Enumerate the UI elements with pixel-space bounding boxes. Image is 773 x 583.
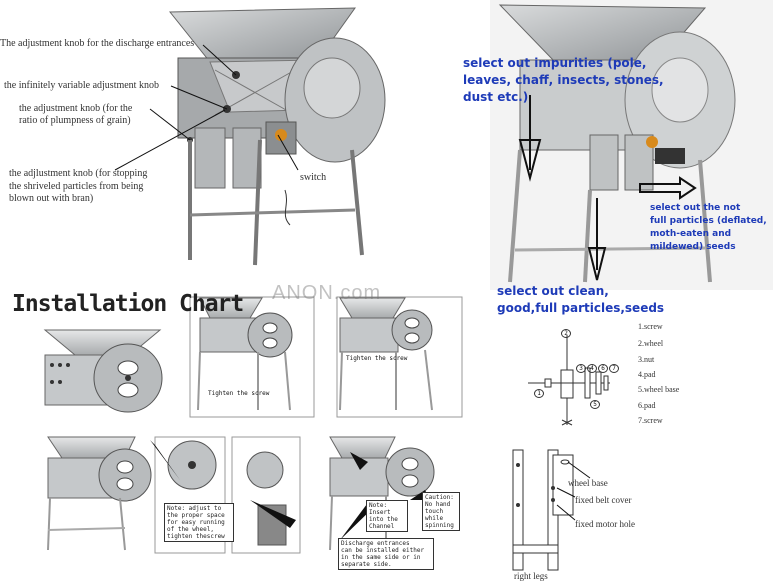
- impurities-text-2: leaves, chaff, insects, stones,: [463, 73, 664, 87]
- label-shriveled-knob-3: blown out with bran): [9, 193, 94, 204]
- label-variable-knob: the infinitely variable adjustment knob: [4, 80, 159, 91]
- parts-list-item-5: 5.wheel base: [638, 385, 680, 394]
- machine-photo-right: [490, 0, 773, 290]
- label-shriveled-knob-1: the adjlustment knob (for stopping: [9, 168, 148, 179]
- part-number-6: 6: [598, 364, 608, 373]
- impurities-text-3: dust etc.): [463, 90, 529, 104]
- parts-list-item-6: 6.pad: [638, 401, 656, 410]
- legs-label-belt-cover: fixed belt cover: [575, 495, 632, 505]
- not-full-text-3: moth-eaten and: [650, 229, 732, 239]
- label-shriveled-knob-2: the shriveled particles from being: [9, 181, 144, 192]
- part-number-5: 5: [590, 400, 600, 409]
- parts-list-item-3: 3.nut: [638, 355, 655, 364]
- note-wheel-adjust: Note: adjust to the proper space for eas…: [164, 503, 234, 542]
- legs-label-wheel-base: wheel base: [568, 478, 608, 488]
- label-plumpness-knob-2: ratio of plumpness of grain): [19, 115, 131, 126]
- not-full-text-1: select out the not: [650, 203, 741, 213]
- caution-note: Caution: No hand touch while spinning: [422, 492, 460, 531]
- parts-diagram: [528, 335, 610, 426]
- impurities-text-1: select out impurities (pole,: [463, 56, 647, 70]
- part-number-1: 1: [534, 389, 544, 398]
- note-discharge-entrances: Discharge entrances can be installed eit…: [338, 538, 434, 570]
- install-step-5: [329, 436, 435, 551]
- part-number-7: 7: [609, 364, 619, 373]
- note-insert-channel: Note: Insert into the Channel: [366, 500, 408, 532]
- tighten-screw-label-2: Tighten the screw: [346, 355, 408, 362]
- parts-list-item-7: 7.screw: [638, 416, 663, 425]
- part-number-2: 2: [561, 329, 571, 338]
- machine-photo-left: [114, 7, 386, 266]
- legs-label-motor-hole: fixed motor hole: [575, 519, 635, 529]
- label-plumpness-knob-1: the adjustment knob (for the: [19, 103, 133, 114]
- part-number-4: 4: [587, 364, 597, 373]
- clean-text-2: good,full particles,seeds: [497, 301, 665, 315]
- tighten-screw-label-1: Tighten the screw: [208, 390, 270, 397]
- installation-chart-title: Installation Chart: [12, 291, 244, 317]
- not-full-text-4: mildewed) seeds: [650, 242, 736, 252]
- label-discharge-knob: The adjustment knob for the discharge en…: [0, 38, 195, 49]
- legs-caption: right legs: [514, 571, 548, 581]
- parts-list-item-1: 1.screw: [638, 322, 663, 331]
- install-step-2: [189, 296, 315, 418]
- not-full-text-2: full particles (deflated,: [650, 216, 767, 226]
- watermark: ANON.com: [272, 282, 382, 304]
- parts-list-item-4: 4.pad: [638, 370, 656, 379]
- install-step-3: [336, 296, 463, 418]
- part-number-3: 3: [576, 364, 586, 373]
- install-step-1: [43, 329, 163, 413]
- parts-list-item-2: 2.wheel: [638, 339, 664, 348]
- legs-drawing: [512, 449, 591, 571]
- label-switch: switch: [300, 172, 327, 183]
- clean-text-1: select out clean,: [497, 284, 609, 298]
